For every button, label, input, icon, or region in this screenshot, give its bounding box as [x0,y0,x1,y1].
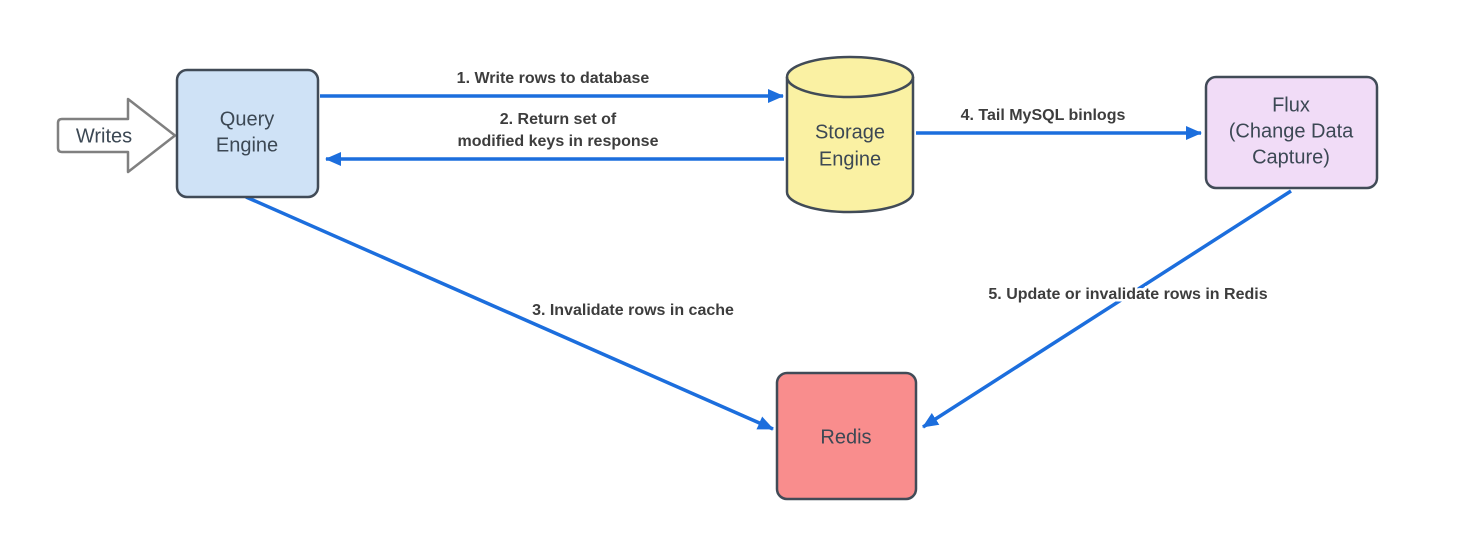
storage-cylinder-lip [785,76,915,99]
flux-label-line3: Capture) [1252,146,1330,168]
storage-engine-label-line2: Engine [819,148,881,170]
flux-label-line2: (Change Data [1229,120,1354,142]
redis-label: Redis [820,426,871,448]
query-engine-label-line2: Engine [216,134,278,156]
writes-arrow-shape [56,97,177,174]
edge-label-5: 5. Update or invalidate rows in Redis [988,286,1267,303]
query-engine-label-line1: Query [220,108,274,130]
edge-update-or-invalidate-redis [922,189,1292,429]
edge-label-1: 1. Write rows to database [457,70,650,87]
edge-label-2-line2: modified keys in response [458,133,659,150]
flux-label-line1: Flux [1272,94,1310,116]
node-storage-engine [785,55,915,214]
storage-engine-label-line1: Storage [815,121,885,143]
node-flux [1204,75,1379,190]
node-redis [775,371,918,501]
edge-label-2-line1: 2. Return set of [500,111,617,128]
node-query-engine [175,68,320,199]
edge-invalidate-rows-in-cache [245,195,774,431]
edge-label-3: 3. Invalidate rows in cache [532,302,734,319]
edge-label-4: 4. Tail MySQL binlogs [961,107,1126,124]
writes-label: Writes [76,125,132,147]
